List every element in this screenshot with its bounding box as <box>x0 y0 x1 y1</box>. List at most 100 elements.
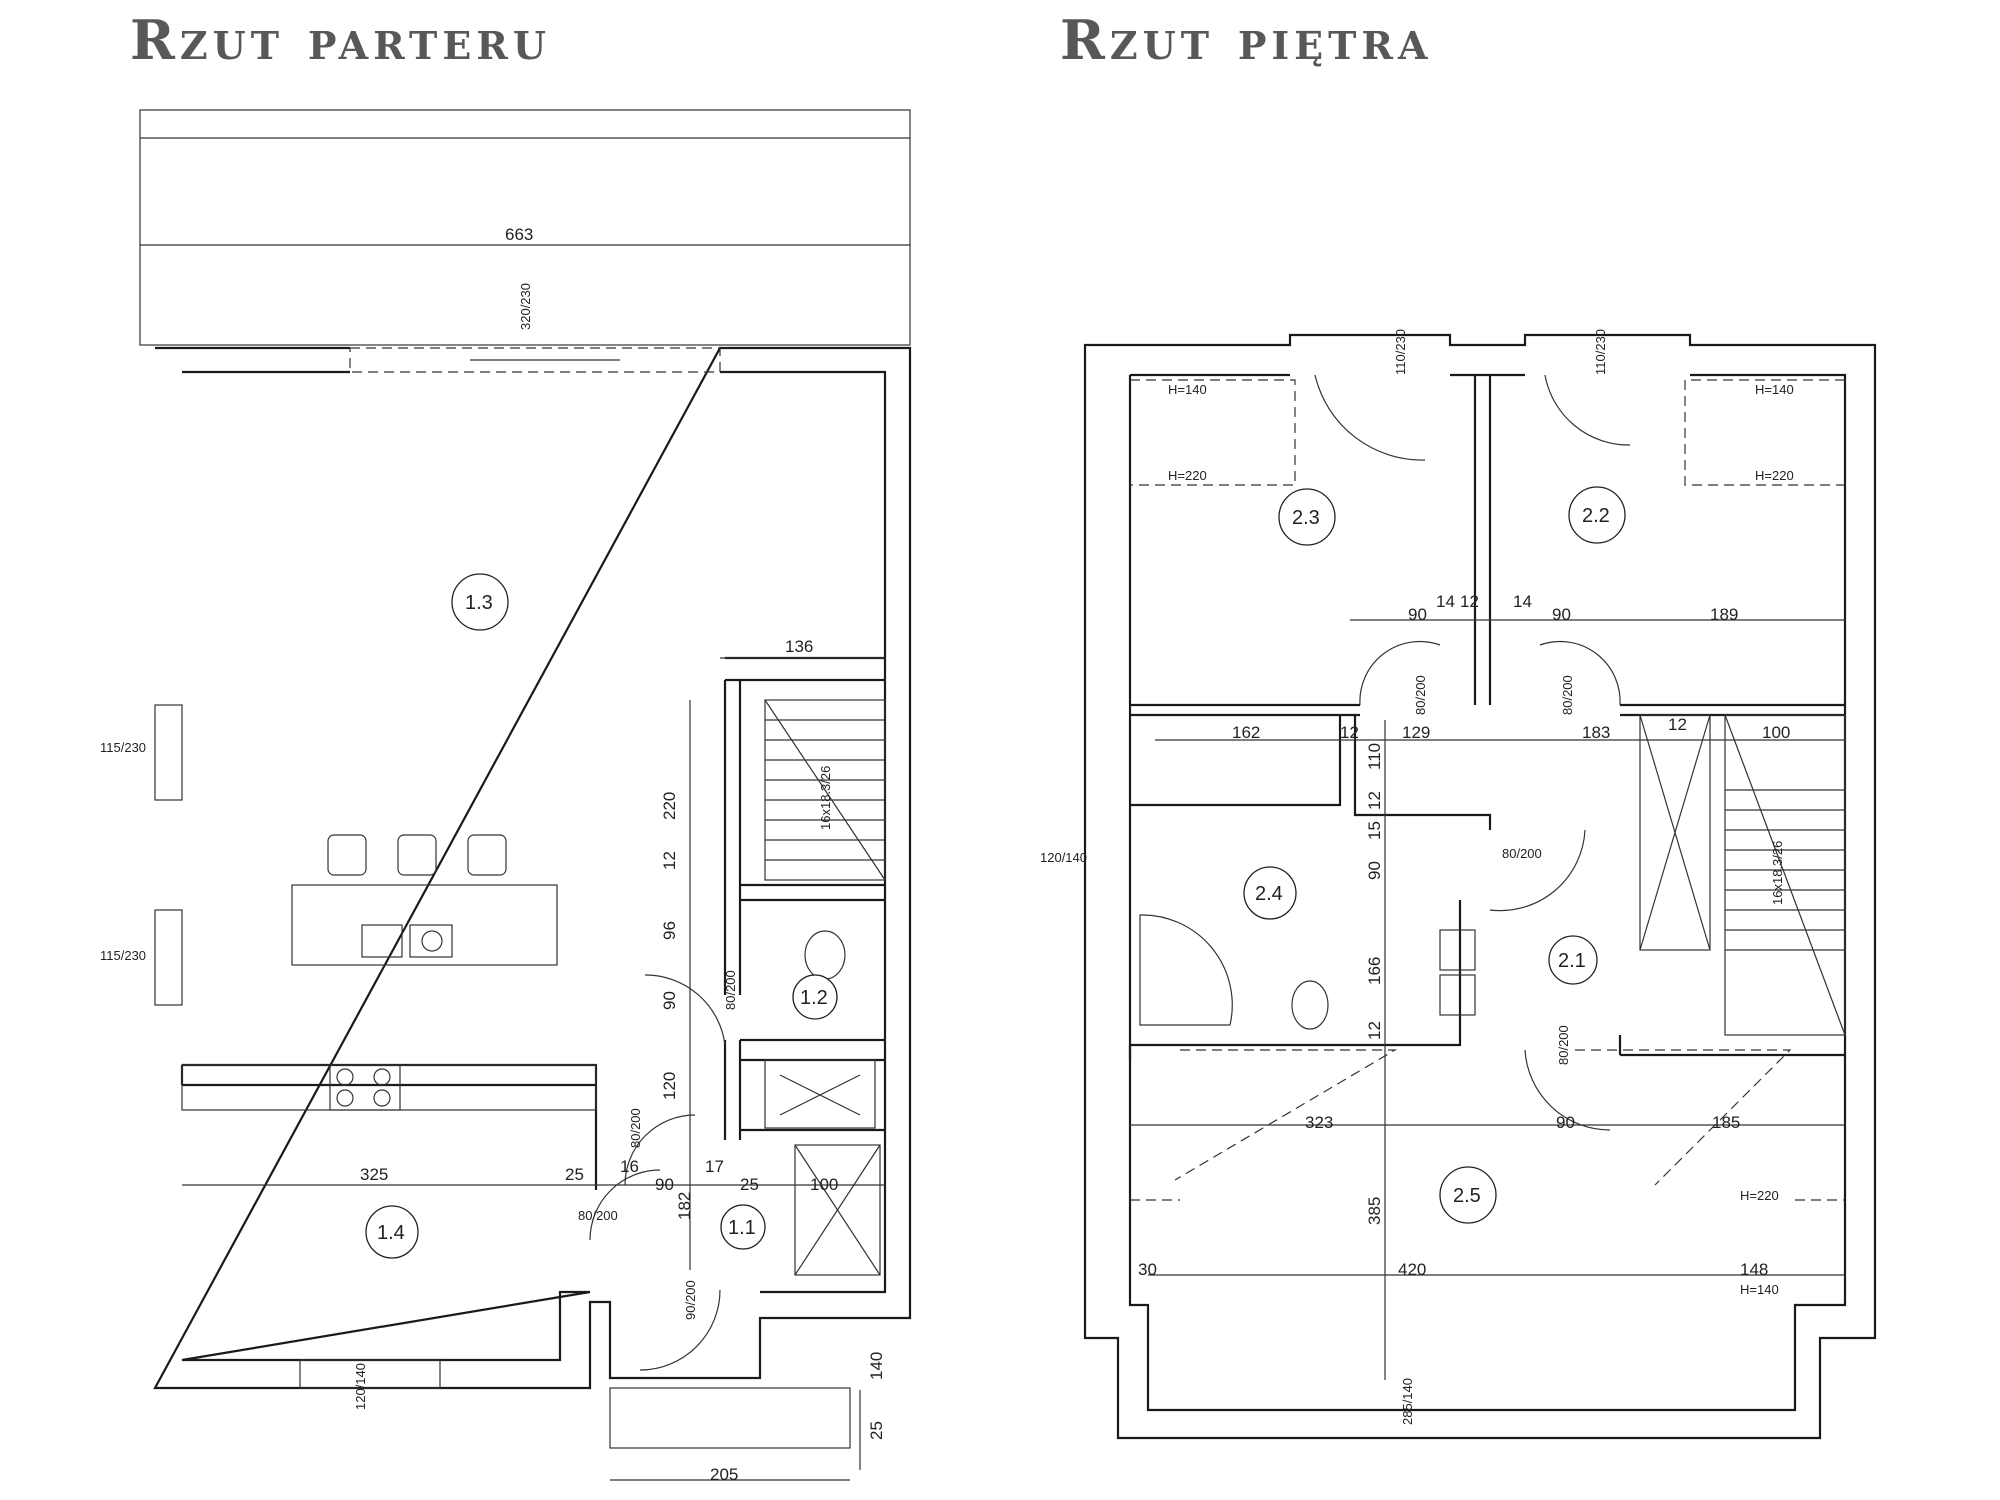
toilet <box>804 930 846 980</box>
svg-text:285/140: 285/140 <box>1400 1378 1415 1425</box>
svg-text:183: 183 <box>1582 723 1610 742</box>
svg-text:80/200: 80/200 <box>723 970 738 1010</box>
stool <box>467 834 507 876</box>
bathtub <box>1139 914 1233 1026</box>
upper-stairs <box>1724 714 1846 1036</box>
ground-dims: 663 136 220 12 96 90 120 325 25 16 90 17… <box>100 225 886 1484</box>
svg-text:80/200: 80/200 <box>1556 1025 1571 1065</box>
dim-140: 140 <box>867 1352 886 1380</box>
svg-text:129: 129 <box>1402 723 1430 742</box>
svg-text:320/230: 320/230 <box>518 283 533 330</box>
svg-text:162: 162 <box>1232 723 1260 742</box>
svg-text:166: 166 <box>1365 957 1384 985</box>
dim-25: 25 <box>565 1165 584 1184</box>
svg-text:15: 15 <box>1365 821 1384 840</box>
dim-25c: 25 <box>867 1421 886 1440</box>
toilet-upper <box>1291 980 1329 1030</box>
dim-90b: 90 <box>655 1175 674 1194</box>
upper-floor-plan <box>1083 333 1877 1440</box>
svg-text:12: 12 <box>1668 715 1687 734</box>
ground-stairs <box>764 699 886 881</box>
dim-90: 90 <box>660 991 679 1010</box>
svg-text:120/140: 120/140 <box>353 1363 368 1410</box>
svg-text:110/230: 110/230 <box>1593 329 1608 375</box>
room-1-4: 1.4 <box>377 1222 405 1244</box>
svg-text:80/200: 80/200 <box>628 1108 643 1148</box>
svg-text:90/200: 90/200 <box>683 1280 698 1320</box>
room-2-1: 2.1 <box>1558 950 1586 972</box>
dim-136: 136 <box>785 637 813 656</box>
svg-text:12: 12 <box>1460 592 1479 611</box>
storage-cabinet <box>794 1144 881 1276</box>
svg-text:323: 323 <box>1305 1113 1333 1132</box>
room-2-5: 2.5 <box>1453 1185 1481 1207</box>
upper-outer-wall <box>1083 333 1877 1440</box>
svg-text:H=220: H=220 <box>1168 468 1207 483</box>
dim-120: 120 <box>660 1072 679 1100</box>
svg-text:H=140: H=140 <box>1755 382 1794 397</box>
shower <box>764 1059 876 1129</box>
dim-663: 663 <box>505 225 533 244</box>
room-1-2: 1.2 <box>800 987 828 1009</box>
svg-text:420: 420 <box>1398 1260 1426 1279</box>
room-2-3: 2.3 <box>1292 507 1320 529</box>
svg-text:110: 110 <box>1365 743 1384 770</box>
svg-text:110/230: 110/230 <box>1393 329 1408 375</box>
dim-100: 100 <box>810 1175 838 1194</box>
svg-text:115/230: 115/230 <box>100 948 146 963</box>
dim-17: 17 <box>705 1157 724 1176</box>
dim-205: 205 <box>710 1465 738 1484</box>
dim-96: 96 <box>660 921 679 940</box>
svg-text:H=140: H=140 <box>1168 382 1207 397</box>
svg-text:385: 385 <box>1365 1197 1384 1225</box>
svg-text:16x18.3/26: 16x18.3/26 <box>1770 841 1785 905</box>
svg-text:185: 185 <box>1712 1113 1740 1132</box>
svg-text:80/200: 80/200 <box>578 1208 618 1223</box>
dim-25b: 25 <box>740 1175 759 1194</box>
svg-text:115/230: 115/230 <box>100 740 146 755</box>
sink <box>1439 974 1476 1016</box>
stool <box>327 834 367 876</box>
terrace-outline <box>139 109 911 346</box>
room-2-4: 2.4 <box>1255 883 1283 905</box>
svg-text:120/140: 120/140 <box>1040 850 1087 865</box>
room-1-3: 1.3 <box>465 592 493 614</box>
ground-outer-wall <box>153 346 912 1390</box>
ground-floor-title: Rzut parteru <box>130 8 551 72</box>
upper-room-labels: 2.1 2.2 2.3 2.4 2.5 <box>1243 486 1626 1224</box>
svg-text:90: 90 <box>1408 605 1427 624</box>
ground-room-labels: 1.1 1.2 1.3 1.4 <box>365 573 838 1259</box>
ground-floor-plan <box>139 109 912 1481</box>
svg-text:30: 30 <box>1138 1260 1157 1279</box>
svg-text:H=220: H=220 <box>1755 468 1794 483</box>
svg-text:H=140: H=140 <box>1740 1282 1779 1297</box>
svg-text:H=220: H=220 <box>1740 1188 1779 1203</box>
dim-220: 220 <box>660 792 679 820</box>
svg-text:12: 12 <box>1340 723 1359 742</box>
dim-16: 16 <box>620 1157 639 1176</box>
svg-text:90: 90 <box>1556 1113 1575 1132</box>
svg-text:148: 148 <box>1740 1260 1768 1279</box>
upper-floor-title: Rzut piętra <box>1060 8 1433 72</box>
svg-text:16x18.3/26: 16x18.3/26 <box>818 766 833 830</box>
kitchen-counter <box>181 1064 597 1111</box>
room-2-2: 2.2 <box>1582 505 1610 527</box>
kitchen-island <box>291 884 558 966</box>
svg-text:80/200: 80/200 <box>1413 675 1428 715</box>
svg-text:80/200: 80/200 <box>1502 846 1542 861</box>
terrace-door <box>349 347 721 373</box>
svg-text:12: 12 <box>1365 791 1384 810</box>
room-1-1: 1.1 <box>728 1217 756 1239</box>
dim-182: 182 <box>675 1192 694 1220</box>
svg-text:90: 90 <box>1552 605 1571 624</box>
svg-text:12: 12 <box>1365 1021 1384 1040</box>
upper-dims: 90 14 12 14 90 189 162 12 129 183 12 100… <box>1040 329 1794 1425</box>
sink <box>1439 929 1476 971</box>
dim-12: 12 <box>660 851 679 870</box>
svg-text:90: 90 <box>1365 861 1384 880</box>
svg-text:14: 14 <box>1436 592 1455 611</box>
svg-text:80/200: 80/200 <box>1560 675 1575 715</box>
stool <box>397 834 437 876</box>
svg-text:100: 100 <box>1762 723 1790 742</box>
